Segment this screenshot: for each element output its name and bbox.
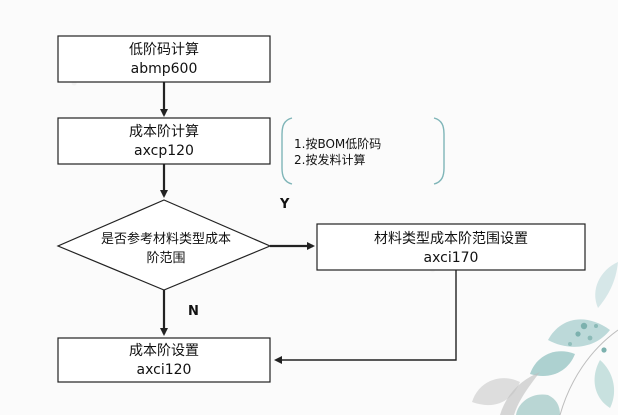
decision-node: 是否参考材料类型成本 阶范围 bbox=[56, 199, 272, 291]
arrow-material-range-to-cost-setting bbox=[274, 270, 457, 364]
node-box bbox=[57, 337, 271, 383]
node-box bbox=[57, 117, 271, 165]
node-cost-level-calc: 成本阶计算 axcp120 bbox=[57, 117, 271, 165]
node-code: axcp120 bbox=[134, 143, 194, 159]
note-right-bracket bbox=[433, 117, 445, 185]
node-box bbox=[316, 223, 586, 271]
decision-line-1: 是否参考材料类型成本 bbox=[101, 231, 231, 247]
node-cost-level-setting: 成本阶设置 axci120 bbox=[57, 337, 271, 383]
decision-line-2: 阶范围 bbox=[146, 251, 185, 266]
note-line-2: 2.按发料计算 bbox=[294, 152, 365, 167]
calculation-note: 1.按BOM低阶码 2.按发料计算 bbox=[281, 117, 445, 185]
node-title: 成本阶计算 bbox=[129, 124, 199, 140]
node-low-level-code-calc: 低阶码计算 abmp600 bbox=[57, 35, 271, 83]
note-left-bracket bbox=[281, 117, 293, 185]
edge-label-yes: Y bbox=[279, 197, 290, 212]
node-title: 材料类型成本阶范围设置 bbox=[374, 230, 528, 247]
note-line-1: 1.按BOM低阶码 bbox=[294, 137, 381, 151]
edge-label-no: N bbox=[188, 304, 199, 319]
decorative-leaves bbox=[472, 262, 618, 416]
node-box bbox=[57, 35, 271, 83]
node-material-type-range-setting: 材料类型成本阶范围设置 axci170 bbox=[316, 223, 586, 271]
node-title: 成本阶设置 bbox=[129, 343, 199, 359]
node-code: axci120 bbox=[137, 362, 192, 378]
node-code: axci170 bbox=[424, 250, 479, 266]
node-title: 低阶码计算 bbox=[129, 42, 199, 58]
node-code: abmp600 bbox=[131, 61, 198, 77]
